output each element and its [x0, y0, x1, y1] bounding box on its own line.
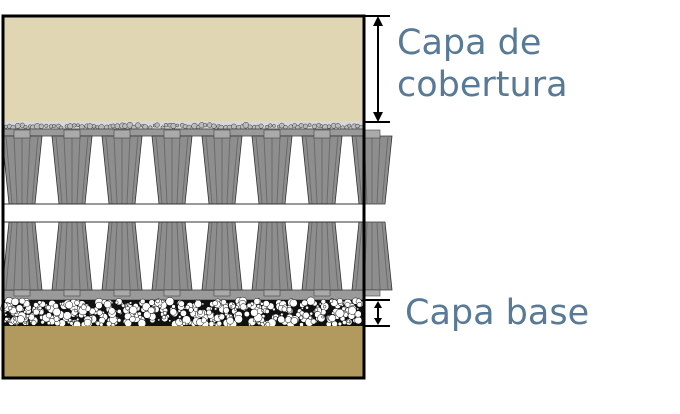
cell-structure: [1, 128, 393, 301]
arrow-up-icon: [373, 16, 383, 26]
cell-cone: [201, 221, 243, 291]
subgrade-soil: [3, 326, 364, 378]
section-outline: [1, 14, 366, 380]
cell-cone: [101, 135, 143, 205]
middle-band: [2, 203, 365, 223]
cell-cone: [301, 135, 343, 205]
base-gravel-layer: [0, 296, 364, 329]
cover-label-line2: cobertura: [397, 65, 568, 105]
cell-cone: [101, 221, 143, 291]
cell-cone: [201, 135, 243, 205]
arrow-down-icon: [373, 112, 383, 122]
cover-dimension-marker: [364, 15, 390, 123]
base-layer-label: Capa base: [405, 293, 590, 333]
arrow-up-icon: [374, 301, 382, 308]
cell-cone: [1, 135, 43, 205]
cover-layer-label: Capa de cobertura: [397, 22, 568, 106]
cell-cone: [151, 135, 193, 205]
cell-cone: [351, 221, 393, 291]
cell-cone: [51, 135, 93, 205]
cell-cone: [151, 221, 193, 291]
cover-label-line1: Capa de: [397, 23, 542, 63]
cell-cone: [251, 135, 293, 205]
cell-cone: [351, 135, 393, 205]
cell-cone: [301, 221, 343, 291]
cell-cone: [1, 221, 43, 291]
arrow-down-icon: [374, 318, 382, 325]
cover-layer: [3, 16, 364, 122]
base-dimension-marker: [364, 299, 390, 327]
cell-cone: [51, 221, 93, 291]
cell-cone: [251, 221, 293, 291]
